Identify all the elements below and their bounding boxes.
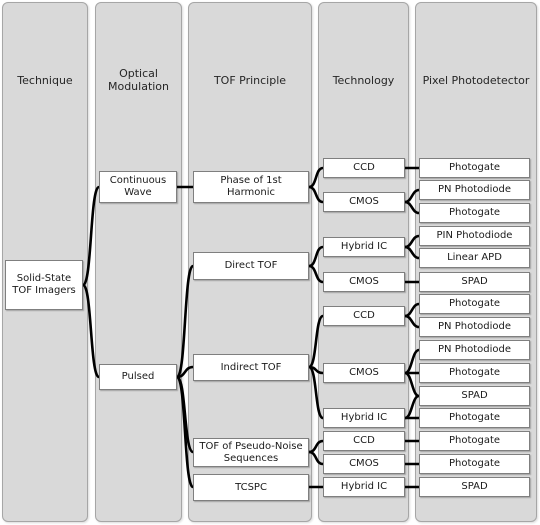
node-tech-cmos: CMOS (323, 192, 405, 212)
link-solidstate-pulsed (81, 283, 101, 379)
node-tech-cmos: CMOS (323, 454, 405, 474)
header-principle: TOF Principle (213, 73, 287, 87)
node-solid-state-tof-imagers: Solid-State TOF Imagers (5, 260, 83, 310)
node-phase-of-1st-harmonic: Phase of 1st Harmonic (193, 171, 309, 203)
link-pn-ccd (307, 439, 325, 454)
node-tech-hybrid-ic: Hybrid IC (323, 477, 405, 497)
header-photodetector: Pixel Photodetector (422, 73, 530, 87)
node-pd-photogate: Photogate (419, 203, 530, 223)
link-pulsed-direct (175, 264, 195, 379)
node-direct-tof: Direct TOF (193, 252, 309, 280)
link-pulsed-tcspc (175, 375, 195, 489)
link-ccd2-pd8 (403, 314, 421, 329)
link-ccd2-pd7 (403, 302, 421, 318)
node-tech-cmos: CMOS (323, 272, 405, 292)
link-indirect-hybrid (307, 365, 325, 420)
node-pd-pn-photodiode: PN Photodiode (419, 180, 530, 200)
node-pd-spad: SPAD (419, 272, 530, 292)
link-phase-cmos (307, 185, 325, 204)
node-pd-linear-apd: Linear APD (419, 248, 530, 268)
node-pd-photogate: Photogate (419, 294, 530, 314)
node-pd-photogate: Photogate (419, 408, 530, 428)
link-cmos3-pd11 (403, 371, 421, 398)
node-pulsed: Pulsed (99, 364, 177, 390)
node-pd-pn-photodiode: PN Photodiode (419, 340, 530, 360)
link-cmos1-pd3 (403, 200, 421, 215)
node-tech-hybrid-ic: Hybrid IC (323, 408, 405, 428)
header-technique: Technique (17, 73, 73, 87)
node-pd-spad: SPAD (419, 386, 530, 406)
link-direct-hybrid (307, 245, 325, 268)
header-modulation: Optical Modulation (107, 67, 170, 93)
node-pd-pin-photodiode: PIN Photodiode (419, 226, 530, 246)
node-tcspc: TCSPC (193, 474, 309, 501)
node-pd-photogate: Photogate (419, 454, 530, 474)
header-technology: Technology (332, 73, 395, 87)
link-cmos1-pd2 (403, 188, 421, 204)
node-tof-pseudo-noise: TOF of Pseudo-Noise Sequences (193, 438, 309, 467)
node-pd-photogate: Photogate (419, 363, 530, 383)
link-indirect-ccd (307, 314, 325, 369)
node-indirect-tof: Indirect TOF (193, 354, 309, 381)
link-hybrid1-pd5 (403, 245, 421, 260)
node-continuous-wave: Continuous Wave (99, 171, 177, 203)
node-tech-cmos: CMOS (323, 363, 405, 383)
node-pd-photogate: Photogate (419, 158, 530, 178)
link-phase-ccd (307, 166, 325, 189)
node-pd-pn-photodiode: PN Photodiode (419, 317, 530, 337)
node-pd-spad: SPAD (419, 477, 530, 497)
link-cmos3-pd9 (403, 348, 421, 375)
link-hybrid1-pd4 (403, 234, 421, 249)
column-modulation (95, 2, 182, 522)
link-pn-cmos (307, 450, 325, 466)
node-tech-ccd: CCD (323, 306, 405, 326)
node-tech-ccd: CCD (323, 158, 405, 178)
node-tech-ccd: CCD (323, 431, 405, 451)
link-direct-cmos (307, 264, 325, 284)
node-pd-photogate: Photogate (419, 431, 530, 451)
link-solidstate-cw (81, 185, 101, 287)
node-tech-hybrid-ic: Hybrid IC (323, 237, 405, 257)
link-hybrid2-pd11 (403, 394, 421, 420)
